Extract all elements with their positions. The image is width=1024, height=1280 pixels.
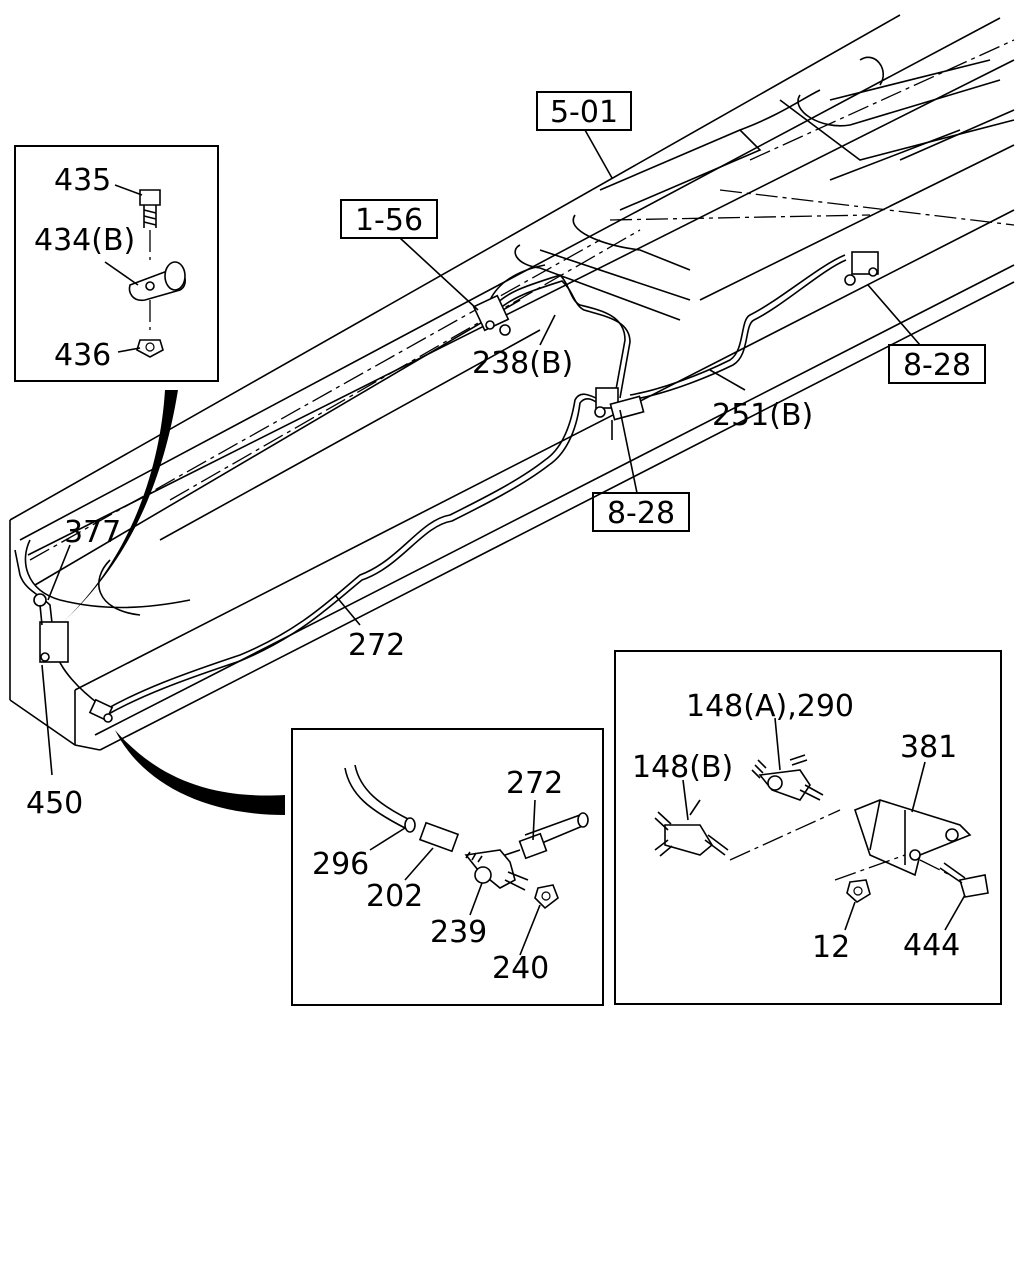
- part-labels: 435 434(B) 436 377 450 238(B) 251(B) 272…: [26, 163, 960, 986]
- label-296: 296: [312, 847, 369, 882]
- inset-pipe-joint-detail: [291, 728, 604, 1006]
- label-148b: 148(B): [632, 750, 733, 785]
- ref-label-1-56: 1-56: [355, 203, 423, 238]
- connector-828-right: [844, 251, 879, 286]
- ref-box-1-56[interactable]: 1-56: [340, 199, 438, 239]
- brake-pipe-272: [104, 393, 601, 717]
- label-251b: 251(B): [712, 398, 813, 433]
- label-272-inset: 272: [506, 766, 563, 801]
- label-381: 381: [900, 730, 957, 765]
- label-436: 436: [54, 338, 111, 373]
- label-239: 239: [430, 915, 487, 950]
- brake-pipe-251b: [629, 254, 847, 401]
- inset-tee-bracket-detail: [614, 650, 1002, 1005]
- ref-box-8-28-center[interactable]: 8-28: [592, 492, 690, 532]
- bracket-rear: [33, 593, 69, 663]
- chassis-frame: [9, 14, 1015, 751]
- pipe-end-fitting: [88, 698, 114, 723]
- label-434b: 434(B): [34, 223, 135, 258]
- ref-label-8-28-right: 8-28: [903, 348, 971, 383]
- connector-156: [472, 294, 511, 336]
- inset-clip-detail: [14, 145, 219, 382]
- label-202: 202: [366, 879, 423, 914]
- three-way-joint-center: [594, 387, 645, 440]
- label-238b: 238(B): [472, 346, 573, 381]
- label-444: 444: [903, 928, 960, 963]
- brake-pipe-238b: [489, 264, 631, 399]
- ref-box-8-28-right[interactable]: 8-28: [888, 344, 986, 384]
- label-12: 12: [812, 930, 850, 965]
- label-272-main: 272: [348, 628, 405, 663]
- label-377: 377: [64, 515, 121, 550]
- leader-arc-lower: [115, 730, 285, 815]
- ref-label-8-28-center: 8-28: [607, 496, 675, 531]
- label-450: 450: [26, 786, 83, 821]
- leader-lines: [41, 129, 966, 956]
- ref-box-5-01[interactable]: 5-01: [536, 91, 632, 131]
- ref-label-5-01: 5-01: [550, 95, 618, 130]
- label-435: 435: [54, 163, 111, 198]
- label-148a-290: 148(A),290: [686, 689, 854, 724]
- leader-arc-upper: [60, 390, 178, 625]
- label-240: 240: [492, 951, 549, 986]
